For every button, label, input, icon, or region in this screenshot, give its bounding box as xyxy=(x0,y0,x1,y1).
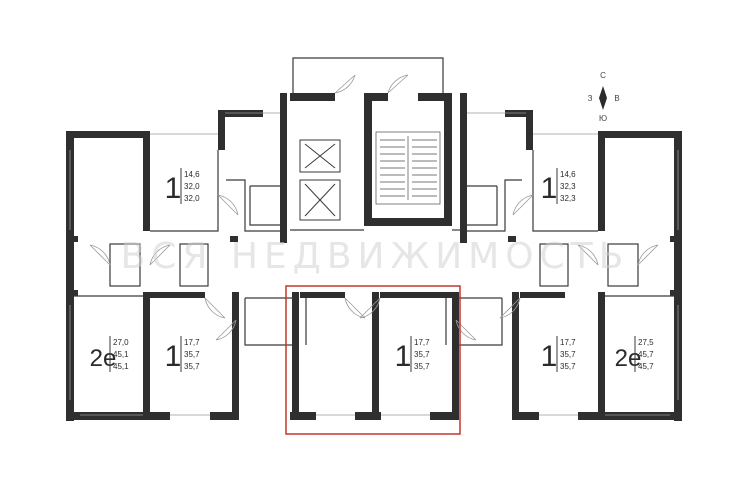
door-swings xyxy=(89,74,659,341)
area-living: 27,0 xyxy=(113,338,129,347)
area-total-balcony: 35,7 xyxy=(560,362,576,371)
outer-walls xyxy=(66,93,682,421)
area-total: 45,7 xyxy=(638,350,654,359)
area-total-balcony: 32,3 xyxy=(560,194,576,203)
selected-apartment-outline[interactable] xyxy=(285,285,461,435)
room-count: 1 xyxy=(541,340,558,373)
area-total: 32,0 xyxy=(184,182,200,191)
area-total: 45,1 xyxy=(113,350,129,359)
area-total-balcony: 45,7 xyxy=(638,362,654,371)
compass-east: В xyxy=(614,94,619,103)
compass-north: С xyxy=(600,71,606,80)
room-count: 1 xyxy=(165,172,182,205)
area-living: 27,5 xyxy=(638,338,654,347)
area-living: 17,7 xyxy=(560,338,576,347)
apartment-label[interactable]: 1 17,7 35,7 35,7 xyxy=(165,336,200,373)
watermark-text: ВСЯ НЕДВИЖИМОСТЬ xyxy=(121,236,630,277)
room-count: 1 xyxy=(395,340,412,373)
apartment-label[interactable]: 1 14,6 32,3 32,3 xyxy=(541,168,576,205)
area-total-balcony: 32,0 xyxy=(184,194,200,203)
compass-needle-icon xyxy=(599,86,607,110)
area-total: 35,7 xyxy=(560,350,576,359)
apartment-label[interactable]: 2е 27,5 45,7 45,7 xyxy=(615,336,654,372)
compass: С Ю З В xyxy=(588,71,620,123)
area-total-balcony: 35,7 xyxy=(184,362,200,371)
compass-west: З xyxy=(588,94,593,103)
apartment-label[interactable]: 2е 27,0 45,1 45,1 xyxy=(90,336,129,372)
apartment-label-selected[interactable]: 1 17,7 35,7 35,7 xyxy=(395,336,430,373)
area-living: 17,7 xyxy=(184,338,200,347)
area-total: 32,3 xyxy=(560,182,576,191)
area-living: 14,6 xyxy=(184,170,200,179)
area-total: 35,7 xyxy=(414,350,430,359)
area-total: 35,7 xyxy=(184,350,200,359)
thin-walls xyxy=(69,57,679,416)
area-total-balcony: 35,7 xyxy=(414,362,430,371)
area-living: 17,7 xyxy=(414,338,430,347)
room-count: 2е xyxy=(90,345,117,372)
stair-well xyxy=(375,131,441,205)
area-total-balcony: 45,1 xyxy=(113,362,129,371)
room-count: 2е xyxy=(615,345,642,372)
room-count: 1 xyxy=(165,340,182,373)
apartment-label[interactable]: 1 17,7 35,7 35,7 xyxy=(541,336,576,373)
apartment-label[interactable]: 1 14,6 32,0 32,0 xyxy=(165,168,200,205)
room-count: 1 xyxy=(541,172,558,205)
area-living: 14,6 xyxy=(560,170,576,179)
staircase xyxy=(375,131,441,205)
compass-south: Ю xyxy=(599,114,607,123)
